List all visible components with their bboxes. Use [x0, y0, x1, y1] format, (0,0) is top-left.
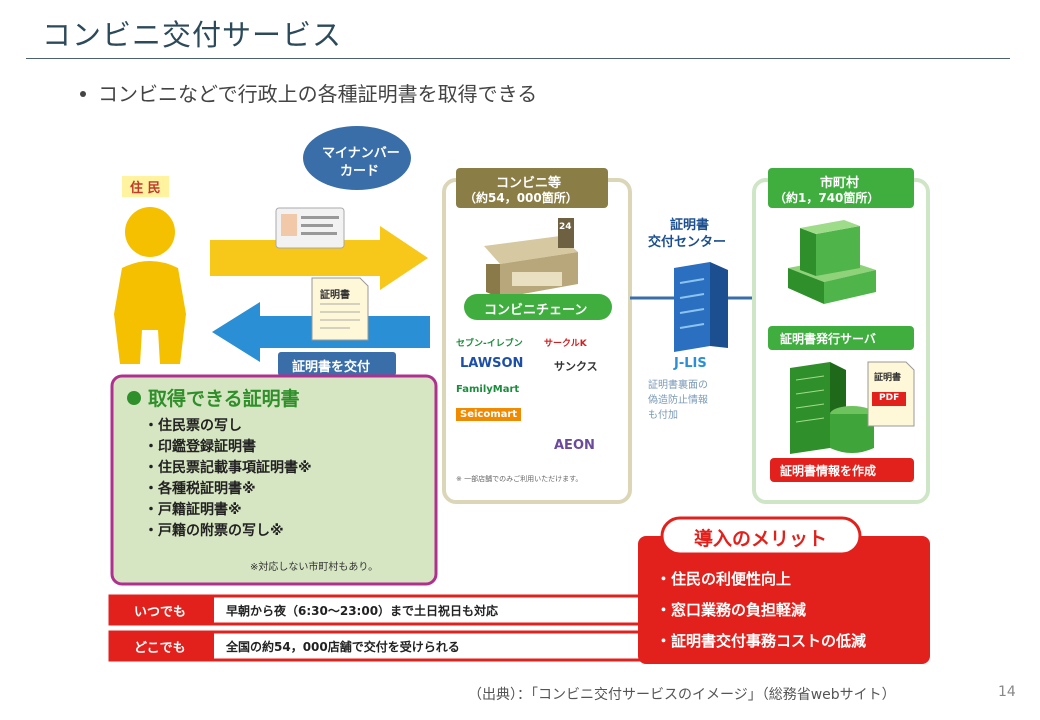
- merits-panel: [638, 536, 930, 664]
- create-info-label: 証明書情報を作成: [780, 464, 877, 478]
- slide-title: コンビニ交付サービス: [42, 18, 343, 52]
- city-hall-icon: [788, 220, 876, 304]
- merits-title: 導入のメリット: [694, 528, 828, 550]
- municipality-header-1: 市町村: [820, 176, 860, 191]
- certificate-item: ・住民票記載事項証明書※: [144, 460, 312, 476]
- page-number: 14: [998, 684, 1016, 700]
- arrow-right-icon: [210, 226, 428, 290]
- store-number: 24: [559, 222, 572, 232]
- merits-list: ・住民の利便性向上 ・窓口業務の負担軽減 ・証明書交付事務コストの低減: [656, 564, 866, 657]
- database-icon: [830, 406, 874, 453]
- certificates-list: ・住民票の写し ・印鑑登録証明書 ・住民票記載事項証明書※ ・各種税証明書※ ・…: [144, 416, 312, 542]
- service-diagram: 住 民 マイナンバー カード 証明書 証明書を交付 コンビニ等 （約54，000…: [100, 118, 940, 674]
- center-title-2: 交付センター: [648, 235, 727, 250]
- certificate-item: ・各種税証明書※: [144, 481, 256, 497]
- mynumber-badge-shape: [303, 126, 411, 190]
- diagram-graphic: [108, 126, 930, 664]
- certificates-title: 取得できる証明書: [148, 388, 300, 410]
- brand-lawson: LAWSON: [460, 356, 524, 371]
- pdf-document-icon: [867, 361, 915, 427]
- mynumber-card-label-2: カード: [340, 164, 380, 179]
- anywhere-tag: どこでも: [134, 641, 186, 656]
- anytime-text: 早朝から夜（6:30〜23:00）まで土日祝日も対応: [226, 604, 499, 618]
- brand-sunkus: サンクス: [554, 360, 598, 373]
- brand-seven-eleven: セブン-イレブン: [456, 339, 523, 349]
- center-title-1: 証明書: [670, 218, 710, 233]
- jlis-label: J-LIS: [674, 356, 707, 371]
- certificates-panel: [110, 374, 438, 586]
- brand-aeon: AEON: [554, 438, 595, 453]
- pdf-label: PDF: [879, 393, 900, 403]
- jlis-building-icon: [674, 262, 728, 352]
- convenience-store-icon: [484, 218, 578, 298]
- certificate-item: ・住民票の写し: [144, 418, 242, 434]
- certificate-item: ・印鑑登録証明書: [144, 439, 256, 455]
- certificate-item: ・戸籍の附票の写し※: [144, 523, 284, 539]
- center-note-1: 証明書裏面の: [648, 380, 708, 391]
- municipality-header-2: （約1，740箇所）: [774, 191, 880, 205]
- issue-arrow-label: 証明書を交付: [292, 360, 371, 375]
- bullet-text: コンビニなどで行政上の各種証明書を取得できる: [98, 82, 538, 106]
- center-note-3: も付加: [648, 410, 678, 421]
- source-citation: （出典）：「コンビニ交付サービスのイメージ」（総務省webサイト）: [468, 687, 896, 703]
- brand-familymart: FamilyMart: [456, 384, 520, 395]
- certificate-document-icon: [311, 277, 369, 341]
- bullet-point: コンビニなどで行政上の各種証明書を取得できる: [80, 78, 537, 107]
- resident-label: 住 民: [122, 176, 169, 197]
- merit-item: ・窓口業務の負担軽減: [656, 601, 807, 619]
- convenience-header-2: （約54，000箇所）: [464, 191, 578, 205]
- brand-circle-k: サークルK: [544, 339, 587, 349]
- server-label: 証明書発行サーバ: [780, 332, 876, 346]
- merit-item: ・住民の利便性向上: [656, 570, 792, 588]
- mynumber-card-icon: [275, 207, 345, 249]
- certificate-item: ・戸籍証明書※: [144, 502, 242, 518]
- bullet-dot-icon: [80, 90, 86, 97]
- brand-seicomart: Seicomart: [456, 408, 522, 421]
- mynumber-card-label-1: マイナンバー: [322, 146, 400, 161]
- title-divider: [26, 58, 1010, 59]
- anywhere-text: 全国の約54，000店舗で交付を受けられる: [226, 640, 460, 654]
- convenience-note: ※ 一部店舗でのみご利用いただけます。: [456, 475, 583, 483]
- certificate-doc-label: 証明書: [320, 290, 350, 301]
- certificates-note: ※対応しない市町村もあり。: [250, 562, 379, 573]
- merit-item: ・証明書交付事務コストの低減: [656, 632, 867, 650]
- convenience-header-1: コンビニ等: [496, 176, 562, 191]
- municipality-doc-label: 証明書: [874, 373, 902, 383]
- resident-person-icon: [114, 207, 186, 364]
- convenience-chain-label: コンビニチェーン: [484, 303, 588, 318]
- center-note-2: 偽造防止情報: [648, 395, 708, 406]
- anytime-tag: いつでも: [134, 605, 187, 620]
